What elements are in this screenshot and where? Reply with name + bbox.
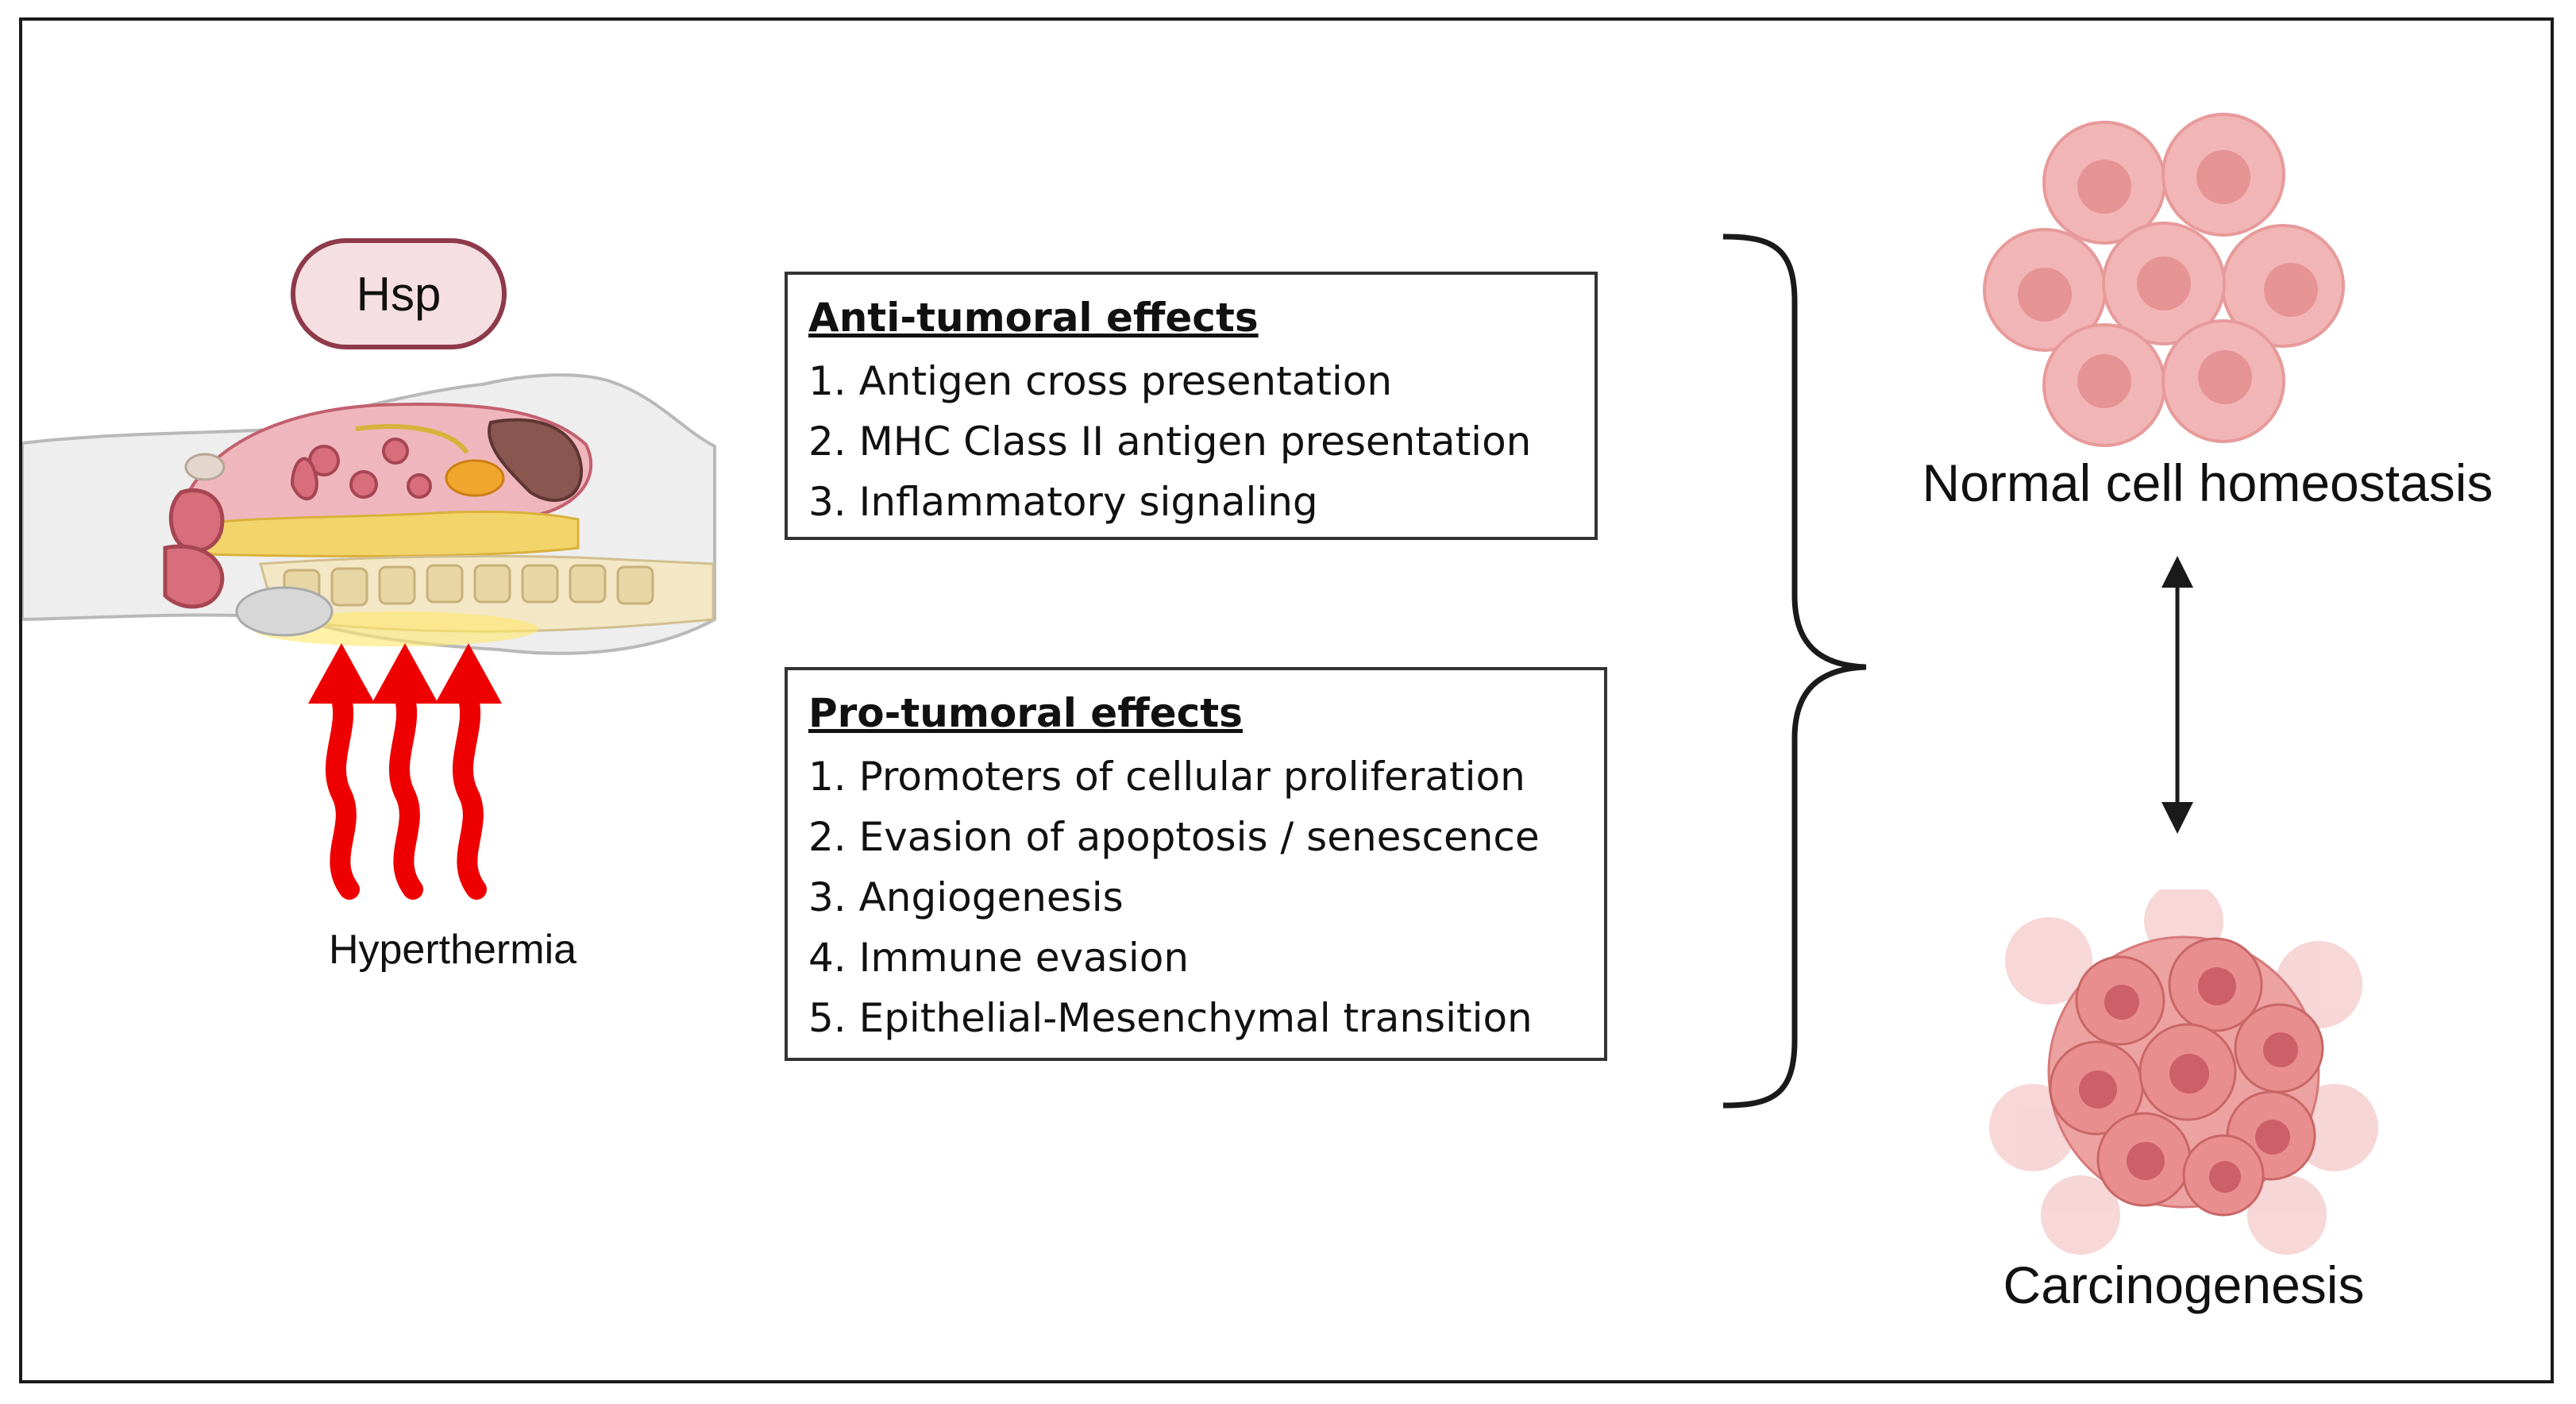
anti-tumoral-item: 3. Inflammatory signaling — [808, 479, 1318, 525]
pro-tumoral-item: 4. Immune evasion — [808, 935, 1190, 981]
pro-tumoral-title: Pro-tumoral effects — [808, 690, 1243, 736]
figure-frame — [19, 17, 2554, 1383]
anti-tumoral-list: 1. Antigen cross presentation 2. MHC Cla… — [808, 351, 1574, 532]
pro-tumoral-effects-box: Pro-tumoral effects 1. Promoters of cell… — [785, 667, 1607, 1061]
anti-tumoral-item: 1. Antigen cross presentation — [808, 358, 1393, 404]
pro-tumoral-item: 3. Angiogenesis — [808, 874, 1124, 920]
curly-brace — [1722, 233, 1867, 1109]
anti-tumoral-effects-box: Anti-tumoral effects 1. Antigen cross pr… — [785, 272, 1598, 540]
double-arrow-icon — [2161, 556, 2193, 834]
pro-tumoral-item: 5. Epithelial-Mesenchymal transition — [808, 995, 1533, 1041]
pro-tumoral-item: 1. Promoters of cellular proliferation — [808, 754, 1525, 800]
hsp-label: Hsp — [291, 238, 507, 349]
normal-cell-homeostasis-label: Normal cell homeostasis — [1922, 453, 2493, 512]
pro-tumoral-item: 2. Evasion of apoptosis / senescence — [808, 814, 1540, 860]
anti-tumoral-item: 2. MHC Class II antigen presentation — [808, 418, 1532, 465]
body-cross-section-illustration — [22, 373, 716, 655]
hyperthermia-label: Hyperthermia — [328, 927, 577, 973]
tumor-cells-icon — [1989, 889, 2378, 1255]
carcinogenesis-label: Carcinogenesis — [2003, 1256, 2365, 1314]
heat-arrows-icon — [308, 643, 502, 900]
pro-tumoral-list: 1. Promoters of cellular proliferation 2… — [808, 746, 1583, 1048]
normal-cells-icon — [1983, 113, 2345, 447]
anti-tumoral-title: Anti-tumoral effects — [808, 295, 1259, 341]
